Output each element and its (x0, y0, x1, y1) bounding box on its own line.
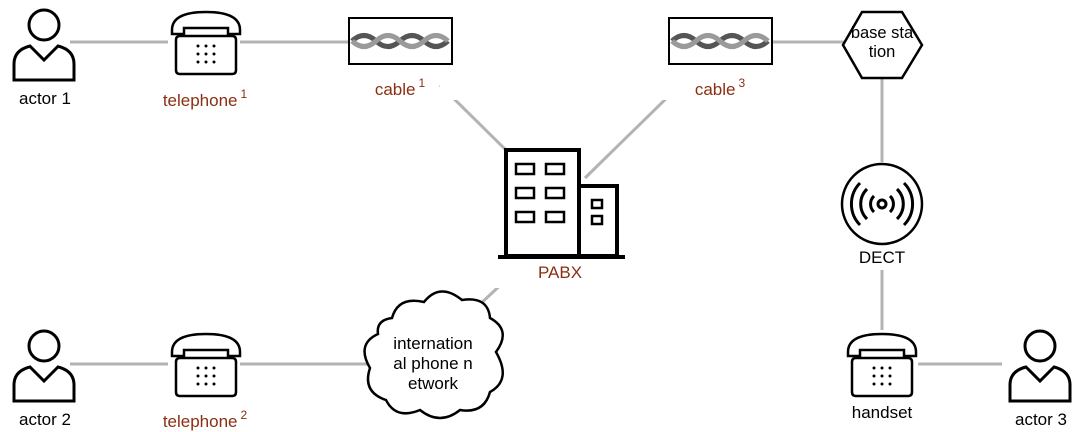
network-label: internation al phone n etwork (374, 334, 492, 394)
base-station-label: base sta tion (842, 24, 922, 62)
base-station-line1: base sta (850, 24, 914, 42)
handset-label: handset (851, 403, 913, 422)
cable-3-text: cable (694, 80, 736, 99)
telephone-1-sup: 1 (240, 87, 248, 101)
cable-1-sup: 1 (418, 76, 426, 90)
pabx-building-icon (498, 148, 625, 259)
cable-3-icon (668, 17, 773, 65)
actor-2-label: actor 2 (19, 410, 71, 429)
telephone-1-text: telephone (162, 91, 238, 110)
dect-wireless-icon (840, 162, 924, 246)
handset-icon (846, 332, 918, 398)
cable-3-sup: 3 (738, 76, 746, 90)
actor-3-icon (1008, 329, 1072, 403)
dect-label: DECT (858, 248, 906, 267)
international-network-cloud (363, 290, 504, 420)
network-line2: al phone n (393, 354, 473, 373)
telephone-2-sup: 2 (240, 408, 248, 422)
telephone-2-icon (170, 332, 242, 398)
actor-1-label: actor 1 (19, 89, 71, 108)
actor-2-icon (12, 329, 76, 403)
network-line3: etwork (407, 374, 459, 393)
base-station-hexagon (841, 10, 924, 80)
base-station-line2: tion (868, 43, 896, 61)
edge-cable3-pabx (583, 83, 682, 180)
telephone-1-icon (170, 10, 242, 76)
cable-1-icon (348, 17, 453, 65)
network-line1: internation (393, 334, 473, 353)
pabx-label: PABX (537, 263, 583, 282)
cable-1-text: cable (374, 80, 416, 99)
telephone-2-text: telephone (162, 412, 238, 431)
actor-3-label: actor 3 (1015, 410, 1067, 429)
actor-1-icon (12, 8, 76, 82)
